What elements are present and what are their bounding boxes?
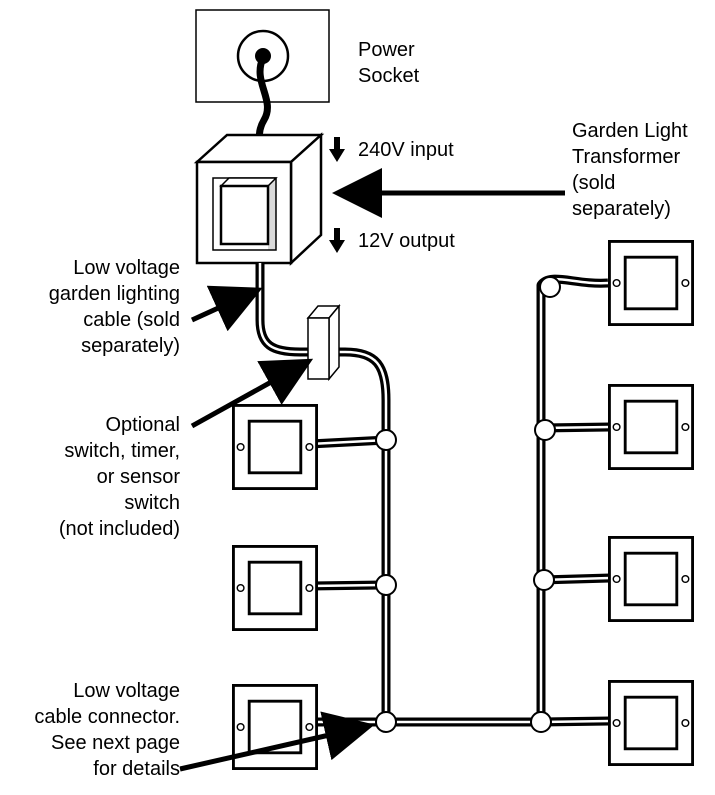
switch-label-line: (not included) (58, 518, 180, 540)
connector-right-3 (533, 569, 555, 591)
light-left-1 (232, 404, 318, 490)
transformer (193, 132, 325, 266)
connector-label-line: for details (93, 758, 180, 780)
connector-label-line: Low voltage (73, 680, 180, 702)
cable-label-line: garden lighting (48, 283, 180, 305)
light-right-4 (608, 680, 694, 766)
callout-arrows (179, 168, 565, 772)
switch-label-line: switch (124, 492, 180, 514)
power-socket-label-line: Socket (358, 65, 420, 87)
light-right-2 (608, 384, 694, 470)
transformer-label-line: separately) (572, 198, 671, 220)
switch-label-line: or sensor (96, 466, 180, 488)
input-label: 240V input (358, 139, 454, 161)
connector-label-line: cable connector. (34, 706, 180, 728)
output-arrow (329, 228, 345, 253)
transformer-label: Garden Light Transformer (sold separatel… (572, 118, 688, 222)
transformer-label-line: Garden Light (572, 120, 688, 142)
switch-label-line: Optional (105, 414, 181, 436)
switch-label-line: switch, timer, (64, 440, 180, 462)
cable-label-line: Low voltage (73, 257, 180, 279)
connector-arrow (179, 711, 375, 772)
power-socket-label-line: Power (358, 39, 415, 61)
connector-label: Low voltage cable connector. See next pa… (34, 678, 180, 782)
connector-left-2 (375, 574, 397, 596)
light-right-1 (608, 240, 694, 326)
transformer-label-line: (sold (572, 172, 616, 194)
connector-right-4 (530, 711, 552, 733)
cable-arrow (190, 285, 263, 332)
light-right-3 (608, 536, 694, 622)
connector-right-1 (539, 276, 561, 298)
switch-arrow (190, 358, 314, 429)
garden-lights (232, 240, 694, 770)
cable-label-line: cable (sold (83, 309, 180, 331)
light-left-2 (232, 545, 318, 631)
optional-switch (306, 303, 341, 382)
transformer-label-line: Transformer (572, 146, 681, 168)
switch-label: Optional switch, timer, or sensor switch… (59, 412, 180, 542)
cable-label-line: separately) (81, 335, 180, 357)
power-socket-label: Power Socket (358, 37, 419, 89)
connector-left-1 (375, 429, 397, 451)
cable-connectors (375, 276, 561, 733)
connector-label-line: See next page (51, 732, 180, 754)
cable-label: Low voltage garden lighting cable (sold … (49, 255, 180, 359)
connector-right-2 (534, 419, 556, 441)
input-arrow (329, 137, 345, 162)
output-label: 12V output (358, 230, 455, 252)
connector-left-3 (375, 711, 397, 733)
